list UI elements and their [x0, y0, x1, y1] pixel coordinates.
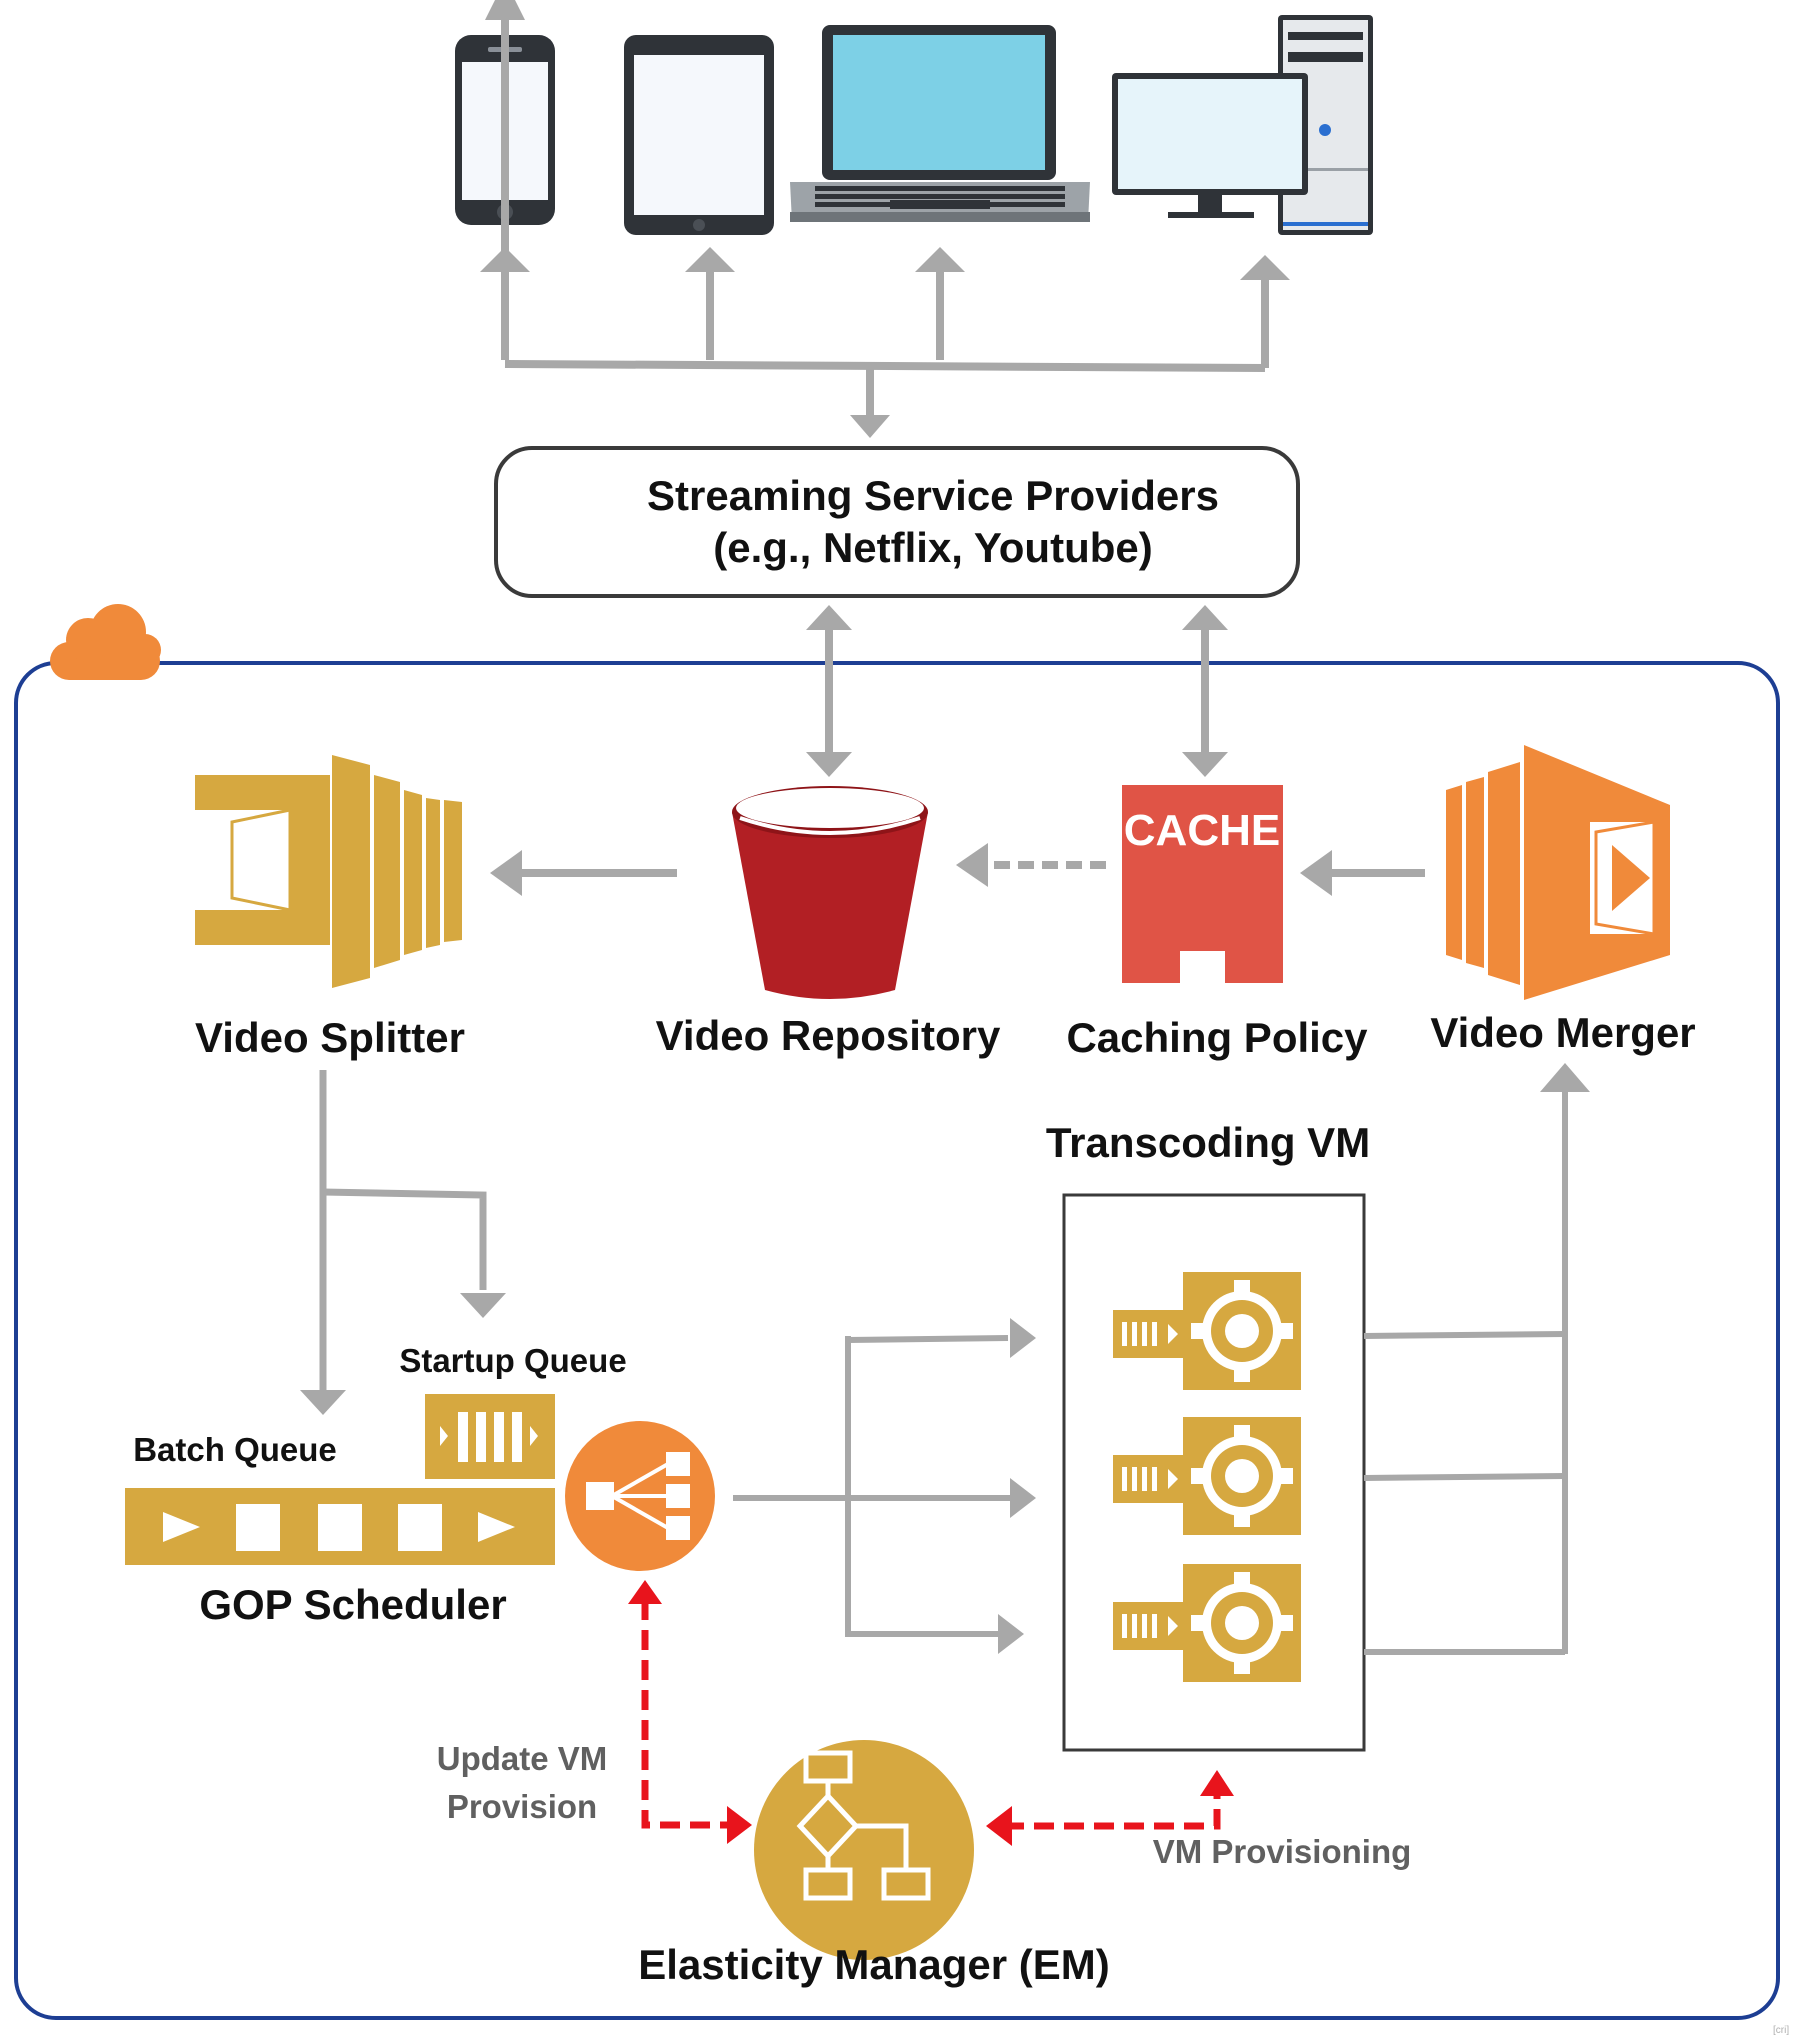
em-arrowheads [628, 1580, 1234, 1846]
desktop-icon [1112, 15, 1373, 235]
tablet-icon [624, 35, 774, 235]
cloud-boundary [14, 661, 1780, 2020]
caching-policy-label: Caching Policy [1066, 1014, 1368, 1061]
provider-bidirectional-arrows [806, 605, 1228, 777]
batch-queue-label: Batch Queue [133, 1431, 337, 1468]
update-vm-label-line2: Provision [447, 1788, 597, 1825]
transcoding-vm-label: Transcoding VM [1046, 1119, 1370, 1166]
cache-icon-text: CACHE [1124, 806, 1280, 855]
providers-title: Streaming Service Providers [647, 472, 1219, 519]
video-merger-icon [1446, 745, 1670, 1000]
laptop-icon [790, 25, 1090, 222]
queue-arrowheads [300, 1293, 506, 1415]
vm-to-merger-arrows [1363, 1090, 1568, 1655]
cloud-icon [50, 604, 161, 680]
vm-instance-2 [1113, 1417, 1301, 1535]
providers-subtitle: (e.g., Netflix, Youtube) [713, 524, 1152, 571]
video-merger-label: Video Merger [1430, 1009, 1695, 1056]
vm-provisioning-label: VM Provisioning [1153, 1833, 1412, 1870]
vm-instance-1 [1113, 1272, 1301, 1390]
em-control-arrows [641, 1600, 1221, 1830]
elasticity-manager-icon [754, 1740, 974, 1960]
update-vm-label-line1: Update VM [437, 1740, 608, 1777]
gop-scheduler-label: GOP Scheduler [199, 1581, 506, 1628]
elasticity-manager-label: Elasticity Manager (EM) [638, 1941, 1109, 1988]
video-splitter-label: Video Splitter [195, 1014, 465, 1061]
batch-queue-icon [125, 1488, 555, 1565]
splitter-to-queues-arrows [319, 1070, 487, 1390]
vm-instance-3 [1113, 1564, 1301, 1682]
merger-arrowhead [1540, 1063, 1590, 1092]
device-arrowheads [480, 247, 1290, 438]
load-balancer-icon [565, 1421, 715, 1571]
scheduler-to-vm-arrows [733, 1335, 1010, 1637]
cache-icon: CACHE [1122, 785, 1283, 983]
video-repository-label: Video Repository [656, 1012, 1001, 1059]
video-repository-icon [732, 786, 928, 999]
streaming-providers-box: Streaming Service Providers (e.g., Netfl… [494, 446, 1300, 598]
corner-mark: [cri] [1773, 2025, 1789, 2036]
device-connector-arrows [485, 0, 1269, 372]
pipeline-arrows-top [490, 843, 1425, 896]
startup-queue-label: Startup Queue [399, 1342, 626, 1379]
video-splitter-icon [195, 755, 462, 988]
startup-queue-icon [425, 1394, 555, 1479]
vm-arrowheads [998, 1318, 1036, 1654]
